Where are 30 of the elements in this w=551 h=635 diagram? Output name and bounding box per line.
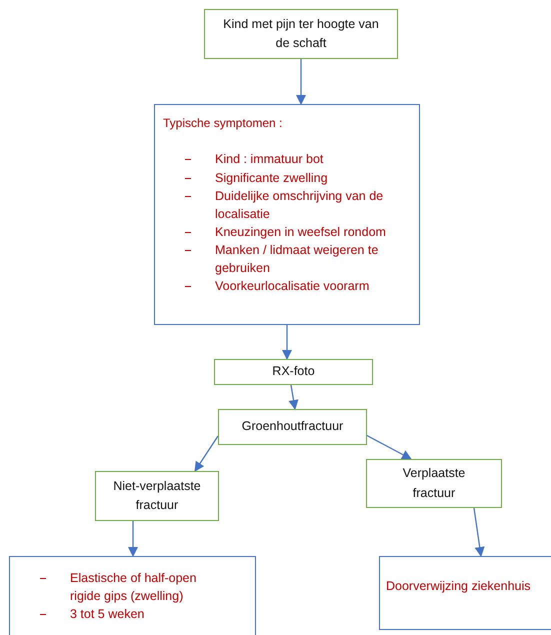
arrow (296, 59, 306, 105)
list-item: Elastische of half-open rigide gips (zwelling) (70, 571, 196, 604)
arrow (282, 325, 292, 360)
list-item: Kind : immatuur bot (215, 152, 324, 166)
arrow (128, 521, 138, 557)
box-text: Kind met pijn ter hoogte van de schaft (222, 16, 380, 52)
list-item: Duidelijke omschrijving van de localisatie (215, 188, 384, 221)
arrow (194, 436, 218, 472)
list-item: Kneuzingen in weefsel rondom (215, 224, 386, 239)
box-text: Groenhoutfractuur (242, 418, 344, 436)
symptom-box (154, 104, 420, 325)
box-text: Doorverwijzing ziekenhuis (386, 579, 531, 593)
arrow (473, 508, 485, 557)
referral-box (379, 556, 551, 630)
list-item: Significante zwelling (215, 170, 328, 185)
list-item: Manken / lidmaat weigeren te gebruiken (215, 243, 378, 276)
box-text: Niet-verplaatste fractuur (112, 478, 202, 514)
arrow (366, 434, 412, 460)
process-box (95, 471, 219, 521)
process-box (218, 409, 367, 445)
box-text: Verplaatste fractuur (402, 465, 466, 502)
treatment-box (9, 556, 256, 635)
process-box (366, 459, 502, 508)
arrow (288, 384, 298, 410)
process-box (204, 9, 398, 59)
box-heading: Typische symptomen : (163, 115, 284, 132)
list-item: 3 tot 5 weken (70, 607, 144, 622)
list-item: Voorkeurlocalisatie voorarm (215, 279, 370, 294)
box-text: RX-foto (272, 363, 315, 380)
process-box (214, 359, 373, 385)
